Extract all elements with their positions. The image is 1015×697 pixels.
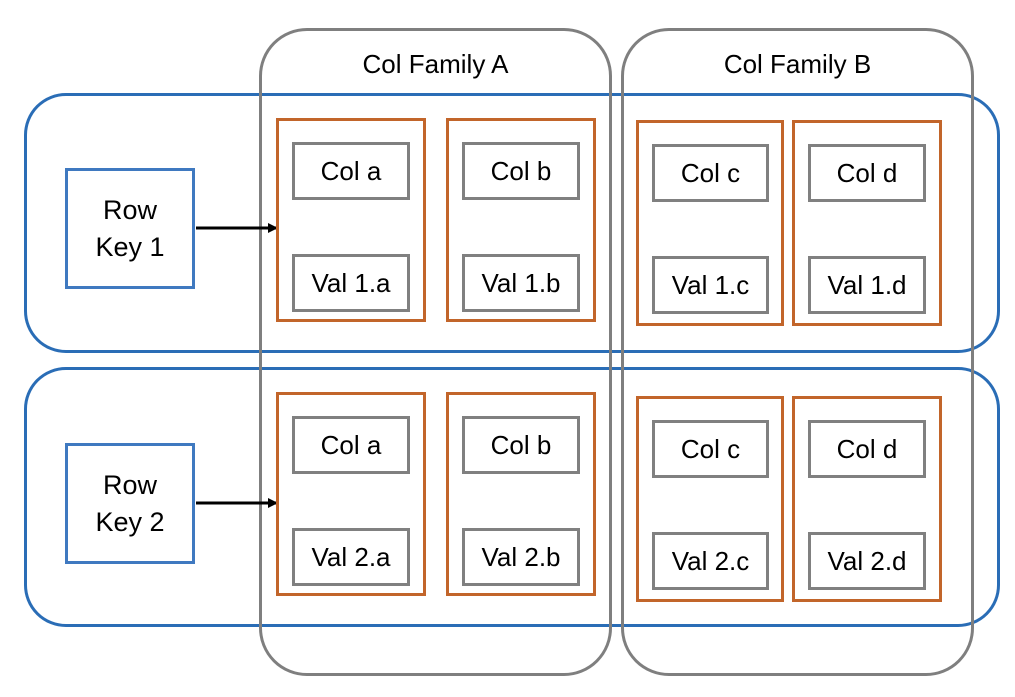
cell-row1-col-b: Col b Val 1.b bbox=[446, 118, 596, 322]
col-label: Col c bbox=[652, 144, 769, 202]
row-key-2-line1: Row bbox=[102, 469, 157, 500]
row-key-1: Row Key 1 bbox=[65, 168, 195, 289]
cell-row2-col-c: Col c Val 2.c bbox=[636, 396, 784, 602]
col-label: Col b bbox=[462, 142, 580, 200]
row-band-2 bbox=[24, 367, 1000, 627]
value-label: Val 1.d bbox=[808, 256, 926, 314]
row-key-2: Row Key 2 bbox=[65, 443, 195, 564]
value-label: Val 2.c bbox=[652, 532, 769, 590]
row-key-1-line2: Key 1 bbox=[95, 231, 165, 262]
value-label: Val 2.b bbox=[462, 528, 580, 586]
col-label: Col d bbox=[808, 144, 926, 202]
value-label: Val 2.a bbox=[292, 528, 410, 586]
value-label: Val 1.a bbox=[292, 254, 410, 312]
value-label: Val 1.c bbox=[652, 256, 769, 314]
col-label: Col a bbox=[292, 416, 410, 474]
column-family-a-title: Col Family A bbox=[362, 49, 509, 79]
value-label: Val 1.b bbox=[462, 254, 580, 312]
cell-row1-col-c: Col c Val 1.c bbox=[636, 120, 784, 326]
row-key-1-line1: Row bbox=[102, 194, 157, 225]
col-label: Col d bbox=[808, 420, 926, 478]
cell-row2-col-d: Col d Val 2.d bbox=[792, 396, 942, 602]
column-family-b-title: Col Family B bbox=[723, 49, 872, 79]
col-label: Col a bbox=[292, 142, 410, 200]
column-family-b: Col Family B bbox=[621, 28, 974, 676]
col-label: Col c bbox=[652, 420, 769, 478]
value-label: Val 2.d bbox=[808, 532, 926, 590]
cell-row1-col-d: Col d Val 1.d bbox=[792, 120, 942, 326]
cell-row1-col-a: Col a Val 1.a bbox=[276, 118, 426, 322]
row-key-2-line2: Key 2 bbox=[95, 506, 165, 537]
column-family-a: Col Family A bbox=[259, 28, 612, 676]
cell-row2-col-a: Col a Val 2.a bbox=[276, 392, 426, 596]
cell-row2-col-b: Col b Val 2.b bbox=[446, 392, 596, 596]
col-label: Col b bbox=[462, 416, 580, 474]
row-band-1 bbox=[24, 93, 1000, 353]
